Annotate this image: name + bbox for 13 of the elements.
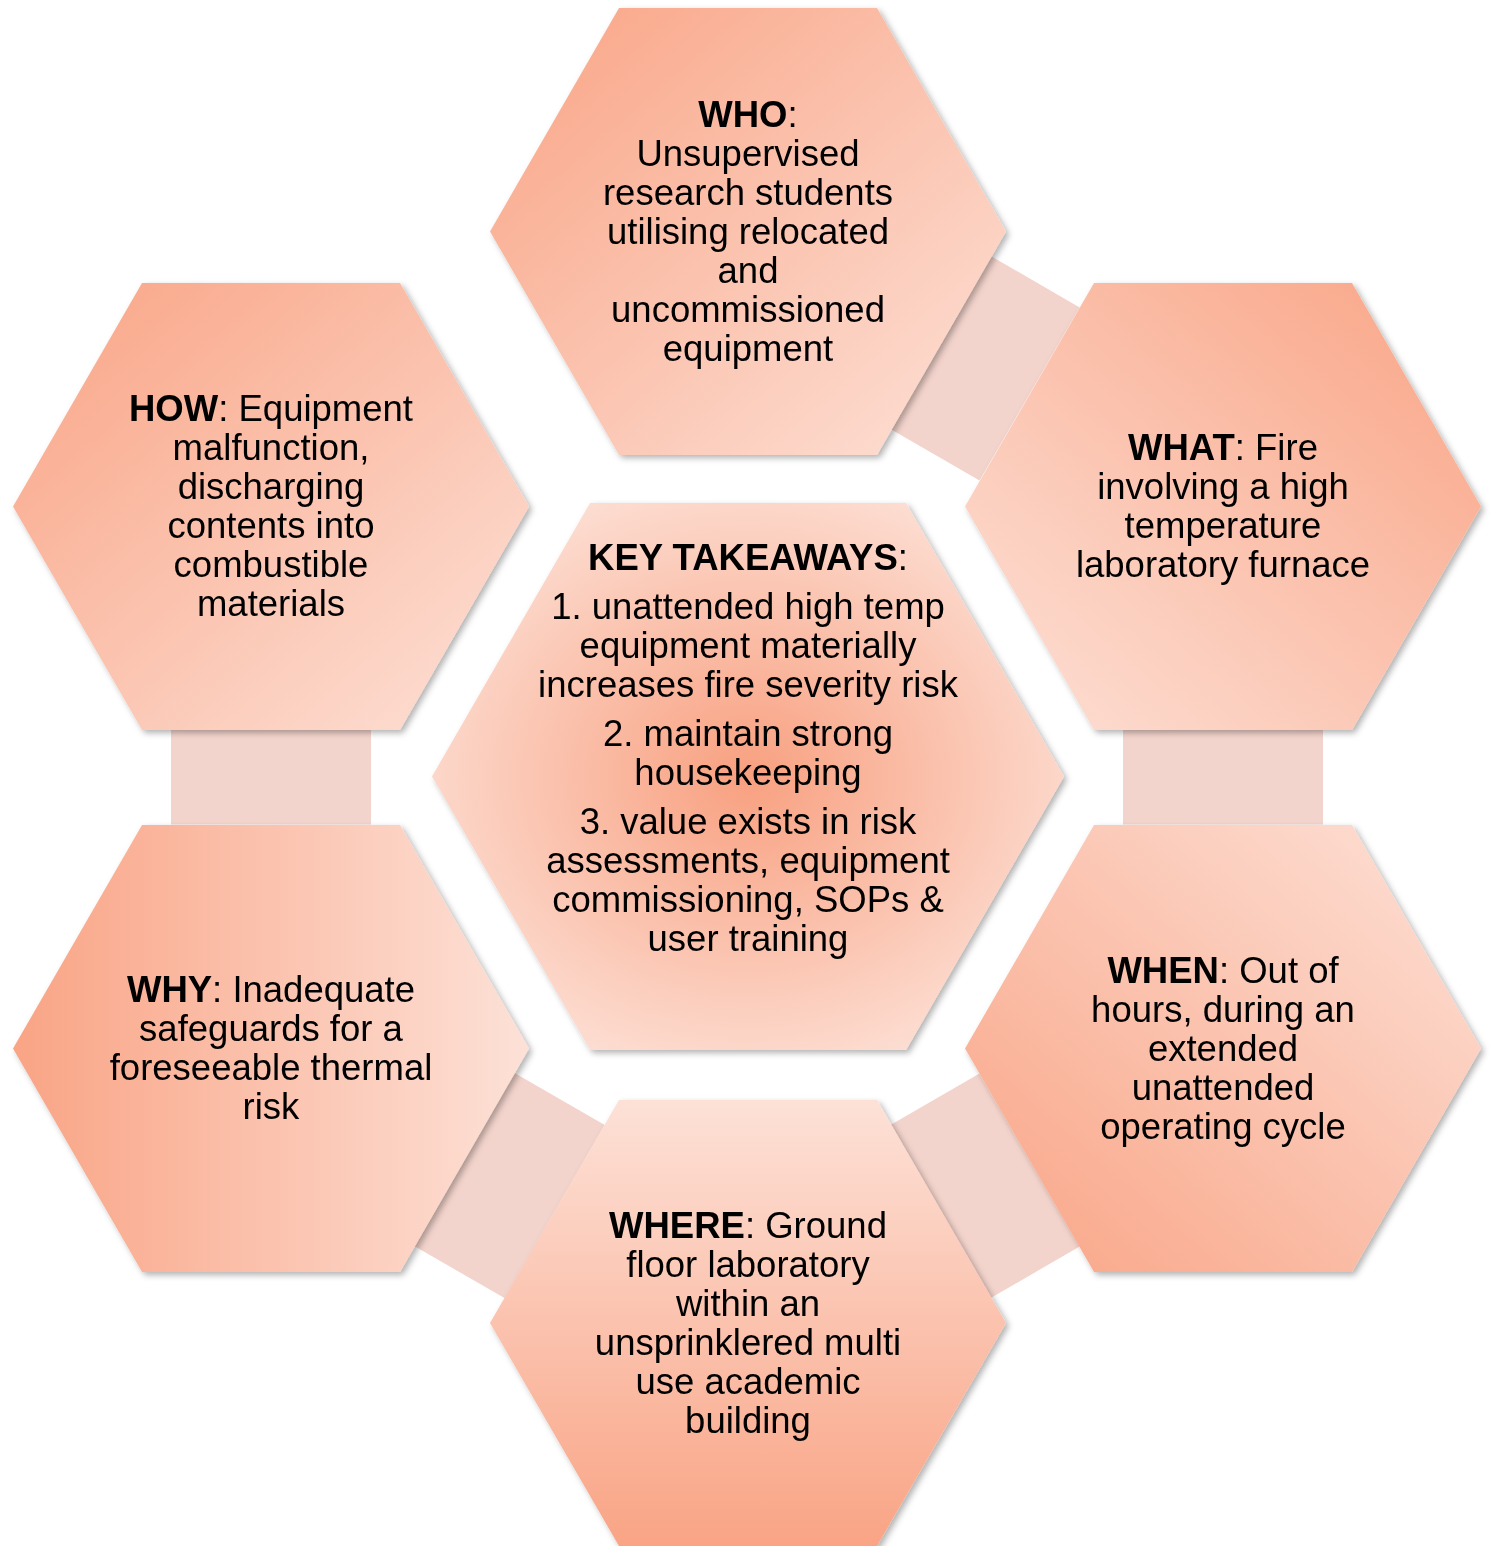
connector-band: [1123, 729, 1323, 825]
hexagon-text: HOW: Equipment malfunction, discharging contents into combustible materials: [128, 389, 414, 623]
hexagon-text: WHERE: Ground floor laboratory within an unsprinklered multi use academic building: [593, 1206, 903, 1440]
connector-band: [891, 256, 1080, 481]
hexagon-text: 3. value exists in risk assessments, equipment commissioning, SOPs & user training: [545, 802, 951, 958]
hexagon-text: WHO: Unsupervised research students utilising relocated and uncommissioned equipment: [601, 94, 895, 368]
hexagon-text: WHAT: Fire involving a high temperature laboratory furnace: [1074, 428, 1372, 584]
hexagon-text: WHY: Inadequate safeguards for a foreseeable thermal risk: [108, 970, 434, 1126]
heading-text: KEY TAKEAWAYS:: [587, 538, 909, 577]
hexagon-text: 2. maintain strong housekeeping: [601, 714, 895, 792]
hexagon-text: WHEN: Out of hours, during an extended unattended operating cycle: [1090, 950, 1356, 1146]
connector-band: [890, 1073, 1080, 1298]
hexagon-text: 1. unattended high temp equipment materially increases fire severity risk: [537, 587, 959, 704]
